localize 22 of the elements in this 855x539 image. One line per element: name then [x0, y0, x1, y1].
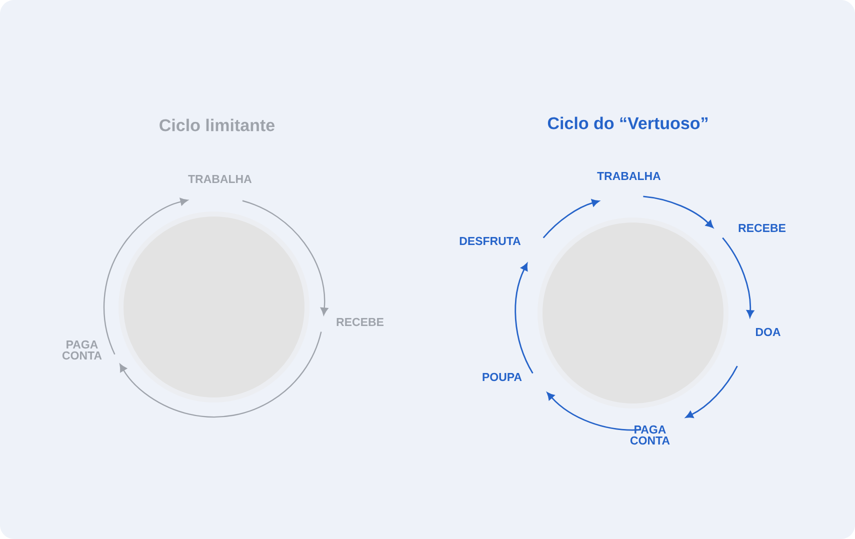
step-label: TRABALHA [188, 175, 252, 183]
circle [118, 212, 310, 402]
step-label: RECEBE [738, 224, 786, 232]
step-label: PAGA CONTA [630, 425, 670, 445]
arrow [722, 237, 754, 318]
step-label: RECEBE [336, 318, 384, 326]
step-label: DOA [756, 328, 780, 336]
title: Ciclo do “Vertuoso” [548, 116, 708, 130]
arrow [542, 199, 600, 238]
step-label: DESFRUTA [460, 236, 521, 246]
title: Ciclo limitante [160, 118, 274, 132]
circle [538, 218, 728, 408]
arrow [120, 332, 322, 418]
arrow [242, 200, 328, 316]
arrow [514, 263, 534, 374]
step-label: TRABALHA [597, 172, 661, 180]
arrow [686, 366, 738, 418]
arrow [546, 392, 642, 431]
arrow [103, 198, 188, 355]
arrow [643, 196, 714, 228]
step-label: PAGA CONTA [62, 340, 102, 360]
step-label: POUPA [482, 372, 522, 382]
